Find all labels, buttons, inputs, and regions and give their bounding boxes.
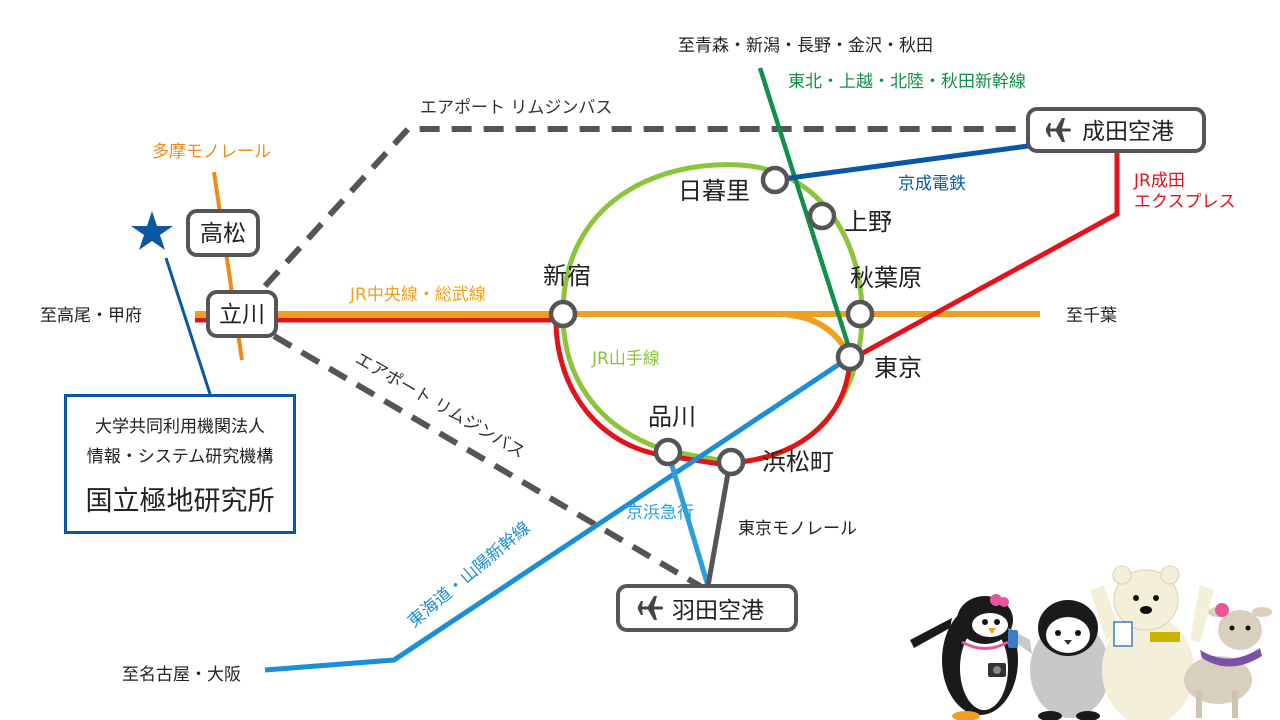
- station-ring-shinagawa[interactable]: [653, 437, 683, 467]
- station-label-takamatsu: 高松: [200, 221, 246, 247]
- keisei-line: [774, 143, 1029, 183]
- line-label-chuo-sobu: JR中央線・総武線: [349, 285, 486, 305]
- line-label-keisei: 京成電鉄: [898, 174, 966, 194]
- line-label-yamanote: JR山手線: [591, 349, 660, 369]
- tokyo-monorail-line: [705, 461, 733, 587]
- line-label-monorail: 東京モノレール: [738, 519, 857, 539]
- tokaido-shinkansen-line: [264, 354, 852, 673]
- station-label-haneda: 羽田空港: [672, 598, 764, 624]
- station-label-nippori: 日暮里: [678, 177, 750, 205]
- mascot-penguin-black: [910, 594, 1018, 720]
- station-ring-nippori[interactable]: [760, 165, 790, 195]
- station-label-tokyo: 東京: [874, 354, 922, 382]
- line-label-bus-haneda: エアポート リムジンバス: [352, 349, 529, 463]
- station-box-tachikawa[interactable]: [206, 290, 278, 338]
- airplane-icon: [1046, 118, 1071, 142]
- line-label-narita-express-1: JR成田: [1133, 171, 1185, 191]
- station-box-takamatsu[interactable]: [186, 209, 260, 257]
- station-ring-hamamatsucho[interactable]: [716, 447, 746, 477]
- mascot-reindeer: [1184, 603, 1272, 718]
- station-ring-ueno[interactable]: [807, 201, 837, 231]
- institute-line2: 情報・システム研究機構: [86, 447, 274, 467]
- line-label-tama-monorail: 多摩モノレール: [152, 142, 271, 162]
- institute-box: 大学共同利用機関法人 情報・システム研究機構 国立極地研究所: [64, 394, 296, 534]
- bus-route-haneda: [272, 333, 702, 589]
- station-label-narita: 成田空港: [1082, 119, 1174, 145]
- station-ring-akihabara[interactable]: [845, 299, 875, 329]
- mascot-polar-bear: [1090, 565, 1214, 720]
- station-label-shinjuku: 新宿: [543, 262, 591, 290]
- institute-pointer: [164, 257, 212, 395]
- station-label-tachikawa: 立川: [219, 302, 265, 328]
- station-box-haneda[interactable]: [616, 584, 798, 632]
- institute-name: 国立極地研究所: [85, 486, 275, 517]
- station-label-akihabara: 秋葉原: [850, 264, 922, 292]
- line-label-tokaido-shinkansen: 東海道・山陽新幹線: [404, 517, 535, 631]
- line-label-narita-express-2: エクスプレス: [1134, 192, 1236, 212]
- station-ring-tokyo[interactable]: [835, 342, 865, 372]
- destination-west: 至高尾・甲府: [40, 306, 142, 326]
- bus-route-narita: [262, 126, 1028, 289]
- station-box-narita[interactable]: [1026, 107, 1206, 153]
- institute-line1: 大学共同利用機関法人: [95, 417, 265, 437]
- line-label-bus-narita: エアポート リムジンバス: [420, 98, 612, 118]
- station-label-shinagawa: 品川: [648, 403, 696, 431]
- airplane-icon: [638, 596, 663, 620]
- line-label-shinkansen-east: 東北・上越・北陸・秋田新幹線: [788, 71, 1026, 92]
- station-label-hamamatsucho: 浜松町: [762, 448, 834, 476]
- mascot-penguin-chick: [1008, 600, 1110, 720]
- destination-north: 至青森・新潟・長野・金沢・秋田: [678, 36, 933, 56]
- destination-southwest: 至名古屋・大阪: [122, 665, 241, 685]
- station-label-ueno: 上野: [844, 208, 892, 236]
- shinkansen-east-line: [757, 67, 855, 358]
- station-ring-shinjuku[interactable]: [548, 299, 578, 329]
- keikyu-line: [665, 451, 711, 587]
- star-icon: [131, 211, 173, 250]
- line-label-keikyu: 京浜急行: [626, 503, 694, 523]
- destination-east: 至千葉: [1066, 306, 1117, 326]
